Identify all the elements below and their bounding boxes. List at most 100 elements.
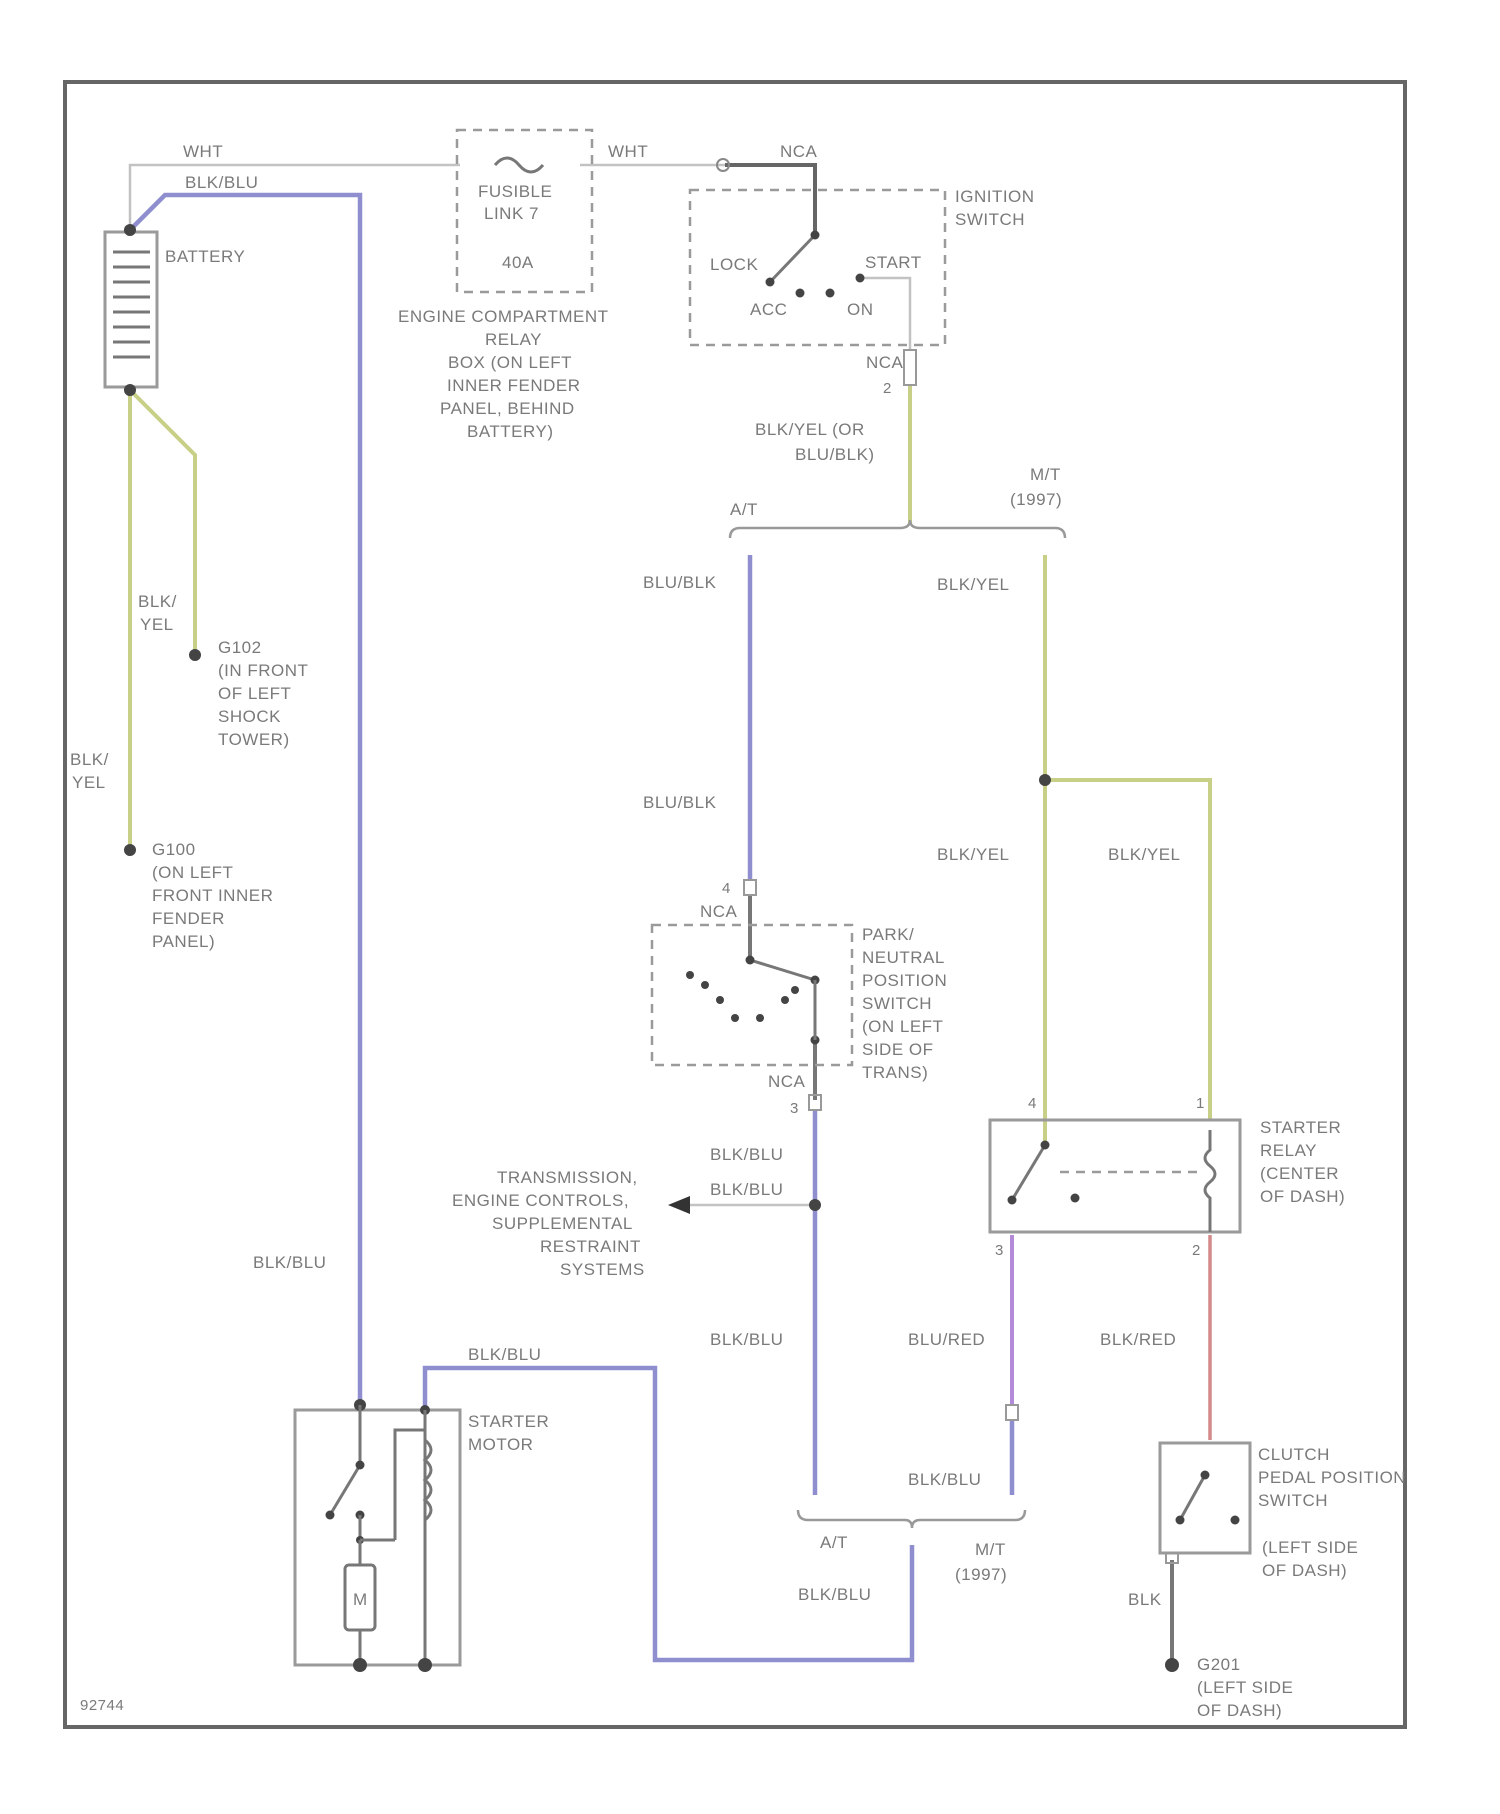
brace-top bbox=[730, 520, 1065, 538]
label-blk-yel-2: BLK/YEL bbox=[937, 845, 1010, 864]
clutch-switch-arm bbox=[1180, 1475, 1205, 1520]
label-on: ON bbox=[847, 300, 874, 319]
label-ecrb-l5: PANEL, BEHIND bbox=[440, 399, 575, 418]
label-fusible-l2: LINK 7 bbox=[484, 204, 539, 223]
label-fusible-amp: 40A bbox=[502, 253, 534, 272]
label-at-bottom: A/T bbox=[820, 1533, 848, 1552]
label-nca-ign-out: NCA bbox=[866, 353, 904, 372]
label-ecrb-l4: INNER FENDER bbox=[447, 376, 581, 395]
battery-symbol bbox=[105, 232, 157, 387]
label-g201-l3: OF DASH) bbox=[1197, 1701, 1282, 1720]
label-blk-yel-far-l1: BLK/ bbox=[70, 750, 109, 769]
label-g100-l1: G100 bbox=[152, 840, 196, 859]
label-g201-l1: G201 bbox=[1197, 1655, 1241, 1674]
brace-bottom bbox=[798, 1510, 1025, 1528]
label-pnp-l7: TRANS) bbox=[862, 1063, 928, 1082]
label-trans-l3: SUPPLEMENTAL bbox=[492, 1214, 633, 1233]
label-ign-l2: SWITCH bbox=[955, 210, 1025, 229]
label-at-top: A/T bbox=[730, 500, 758, 519]
label-blk-blu-left: BLK/BLU bbox=[253, 1253, 326, 1272]
label-ecrb-l6: BATTERY) bbox=[467, 422, 554, 441]
label-blk-yel-or-l2: BLU/BLK) bbox=[795, 445, 875, 464]
label-trans-l1: TRANSMISSION, bbox=[497, 1168, 638, 1187]
pnp-in-connector bbox=[744, 880, 756, 895]
label-blu-red: BLU/RED bbox=[908, 1330, 985, 1349]
clutch-switch-box bbox=[1160, 1443, 1250, 1553]
label-lock: LOCK bbox=[710, 255, 758, 274]
arrow-to-trans bbox=[668, 1196, 690, 1214]
label-motor-m: M bbox=[353, 1590, 368, 1609]
wire-blk-blu-main bbox=[130, 195, 360, 1405]
wire-ign-feed bbox=[725, 165, 815, 235]
label-g102-l2: (IN FRONT bbox=[218, 661, 308, 680]
label-blk-yel-left-l2: YEL bbox=[140, 615, 174, 634]
label-pnp-l2: NEUTRAL bbox=[862, 948, 945, 967]
ground-g100 bbox=[124, 844, 136, 856]
label-blk-yel-or-l1: BLK/YEL (OR bbox=[755, 420, 865, 439]
label-mt-bottom-l2: (1997) bbox=[955, 1565, 1007, 1584]
wire-wht-top bbox=[130, 165, 460, 230]
label-g201-l2: (LEFT SIDE bbox=[1197, 1678, 1293, 1697]
label-nca-pnp-in: NCA bbox=[700, 902, 738, 921]
label-pin-pnp-in: 4 bbox=[722, 880, 731, 897]
label-cpps-l3: SWITCH bbox=[1258, 1491, 1328, 1510]
label-blk: BLK bbox=[1128, 1590, 1162, 1609]
wire-blk-yel-to-relay1 bbox=[1045, 780, 1210, 1120]
label-pin-sr-4: 4 bbox=[1028, 1095, 1037, 1112]
label-ecrb-l1: ENGINE COMPARTMENT bbox=[398, 307, 609, 326]
splice-mt bbox=[1039, 774, 1051, 786]
pnp-switch-contacts bbox=[686, 956, 820, 1045]
label-pnp-l3: POSITION bbox=[862, 971, 947, 990]
label-blk-blu-mid: BLK/BLU bbox=[710, 1330, 783, 1349]
label-sm-l2: MOTOR bbox=[468, 1435, 533, 1454]
label-start: START bbox=[865, 253, 922, 272]
label-g102-l5: TOWER) bbox=[218, 730, 290, 749]
label-pin-pnp-out: 3 bbox=[790, 1100, 799, 1117]
starter-relay-arm bbox=[1012, 1145, 1045, 1200]
ground-g201 bbox=[1165, 1658, 1179, 1672]
label-sm-l1: STARTER bbox=[468, 1412, 549, 1431]
label-battery: BATTERY bbox=[165, 247, 245, 266]
label-nca-pnp-out: NCA bbox=[768, 1072, 806, 1091]
label-cpps-l2: PEDAL POSITION bbox=[1258, 1468, 1406, 1487]
label-blu-blk-1: BLU/BLK bbox=[643, 573, 717, 592]
label-blu-blk-2: BLU/BLK bbox=[643, 793, 717, 812]
label-blk-blu-lower: BLK/BLU bbox=[908, 1470, 981, 1489]
label-g100-l3: FRONT INNER bbox=[152, 886, 273, 905]
label-nca-ign: NCA bbox=[780, 142, 818, 161]
label-blk-blu-branch: BLK/BLU bbox=[710, 1180, 783, 1199]
label-g102-l1: G102 bbox=[218, 638, 262, 657]
label-fusible-l1: FUSIBLE bbox=[478, 182, 552, 201]
starter-motor-box bbox=[295, 1410, 460, 1665]
label-mt-top-l1: M/T bbox=[1030, 465, 1061, 484]
ground-g102 bbox=[189, 649, 201, 661]
label-blk-red: BLK/RED bbox=[1100, 1330, 1176, 1349]
ign-switch-arm bbox=[770, 235, 815, 282]
label-blk-blu-motor: BLK/BLU bbox=[468, 1345, 541, 1364]
label-pnp-l5: (ON LEFT bbox=[862, 1017, 943, 1036]
label-mt-bottom-l1: M/T bbox=[975, 1540, 1006, 1559]
label-cpps-l5: OF DASH) bbox=[1262, 1561, 1347, 1580]
label-trans-l2: ENGINE CONTROLS, bbox=[452, 1191, 629, 1210]
starter-motor-internals bbox=[326, 1399, 433, 1672]
label-blk-blu-top: BLK/BLU bbox=[185, 173, 258, 192]
label-blk-yel-far-l2: YEL bbox=[72, 773, 106, 792]
label-g100-l5: PANEL) bbox=[152, 932, 215, 951]
label-pnp-l4: SWITCH bbox=[862, 994, 932, 1013]
label-blk-blu-bottom: BLK/BLU bbox=[798, 1585, 871, 1604]
label-pin-sr-1: 1 bbox=[1196, 1095, 1205, 1112]
label-blk-yel-3: BLK/YEL bbox=[1108, 845, 1181, 864]
label-acc: ACC bbox=[750, 300, 787, 319]
fusible-link-symbol bbox=[495, 158, 543, 172]
label-mt-top-l2: (1997) bbox=[1010, 490, 1062, 509]
label-pnp-l1: PARK/ bbox=[862, 925, 914, 944]
label-pin-sr-2: 2 bbox=[1192, 1242, 1201, 1259]
battery-neg-terminal bbox=[124, 384, 136, 396]
ign-out-connector bbox=[904, 350, 916, 385]
label-g102-l3: OF LEFT bbox=[218, 684, 291, 703]
label-wht-top-left: WHT bbox=[183, 142, 223, 161]
label-pnp-l6: SIDE OF bbox=[862, 1040, 934, 1059]
starter-relay-coil bbox=[1205, 1130, 1215, 1232]
label-sr-l2: RELAY bbox=[1260, 1141, 1317, 1160]
